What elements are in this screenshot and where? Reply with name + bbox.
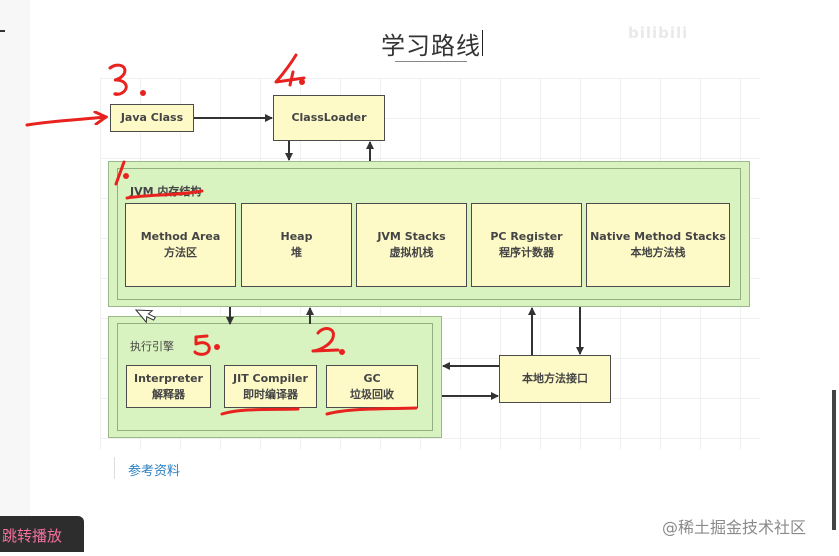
- area-en: JVM Stacks: [377, 230, 446, 243]
- classloader-node: ClassLoader: [273, 95, 385, 141]
- annotation-2: [311, 327, 340, 353]
- component-en: Interpreter: [134, 371, 203, 385]
- engine-gc: GC 垃圾回收: [326, 365, 418, 408]
- page-title: 学习路线: [381, 32, 481, 60]
- area-en: Method Area: [140, 230, 221, 243]
- annotation-underline-gc: [325, 406, 418, 416]
- area-zh: 方法区: [164, 246, 197, 259]
- classloader-label: ClassLoader: [291, 111, 367, 124]
- area-zh: 虚拟机栈: [389, 246, 434, 259]
- red-annotations: [25, 53, 418, 416]
- jvm-memory-group-inner: [117, 168, 741, 300]
- component-en: GC: [363, 371, 381, 385]
- area-en: PC Register: [490, 230, 563, 243]
- execution-engine-group-inner: [117, 323, 433, 431]
- memory-area-method-area: Method Area 方法区: [125, 203, 236, 287]
- area-en: Native Method Stacks: [590, 230, 726, 243]
- title-underline: [395, 61, 467, 62]
- left-sidebar: [0, 0, 30, 552]
- memory-area-native-method-stacks: Native Method Stacks 本地方法栈: [586, 203, 730, 287]
- annotation-5: [193, 334, 211, 356]
- memory-area-jvm-stacks: JVM Stacks 虚拟机栈: [356, 203, 467, 287]
- java-class-node: Java Class: [110, 104, 194, 132]
- sidebar-mark: [0, 30, 5, 32]
- annotation-arrow: [25, 117, 106, 127]
- scrollbar[interactable]: [832, 390, 836, 530]
- annotation-1: [114, 160, 126, 186]
- component-zh: 解释器: [152, 387, 185, 401]
- engine-jit-compiler: JIT Compiler 即时编译器: [224, 365, 317, 408]
- component-en: JIT Compiler: [233, 371, 308, 385]
- component-zh: 即时编译器: [243, 387, 298, 401]
- juejin-watermark: @稀土掘金技术社区: [662, 518, 807, 537]
- annotation-2-dot: [339, 349, 345, 355]
- reference-divider: [114, 457, 115, 479]
- java-class-label: Java Class: [120, 111, 184, 124]
- annotation-1-dot: [123, 173, 129, 179]
- memory-area-heap: Heap 堆: [241, 203, 352, 287]
- engine-interpreter: Interpreter 解释器: [126, 365, 211, 408]
- bilibili-watermark: bilibili: [628, 24, 689, 42]
- annotation-3-dot: [140, 90, 146, 96]
- memory-area-pc-register: PC Register 程序计数器: [471, 203, 582, 287]
- area-en: Heap: [280, 230, 313, 243]
- area-zh: 本地方法栈: [630, 246, 686, 259]
- native-interface-node: 本地方法接口: [499, 355, 611, 403]
- annotation-underline-jit: [220, 407, 300, 416]
- annotation-4-dot: [299, 79, 305, 85]
- mouse-cursor-icon: [134, 309, 156, 324]
- jump-play-button[interactable]: 跳转播放: [0, 516, 84, 552]
- area-zh: 堆: [291, 246, 302, 259]
- annotation-5-dot: [214, 344, 220, 350]
- annotation-underline-jvm: [125, 189, 204, 200]
- component-zh: 垃圾回收: [350, 387, 394, 401]
- annotation-4: [274, 53, 306, 87]
- area-zh: 程序计数器: [499, 246, 554, 259]
- native-interface-label: 本地方法接口: [522, 372, 588, 385]
- text-cursor: [482, 30, 483, 56]
- execution-engine-label: 执行引擎: [130, 340, 174, 353]
- annotation-3: [108, 63, 128, 96]
- reference-link[interactable]: 参考资料: [128, 464, 181, 479]
